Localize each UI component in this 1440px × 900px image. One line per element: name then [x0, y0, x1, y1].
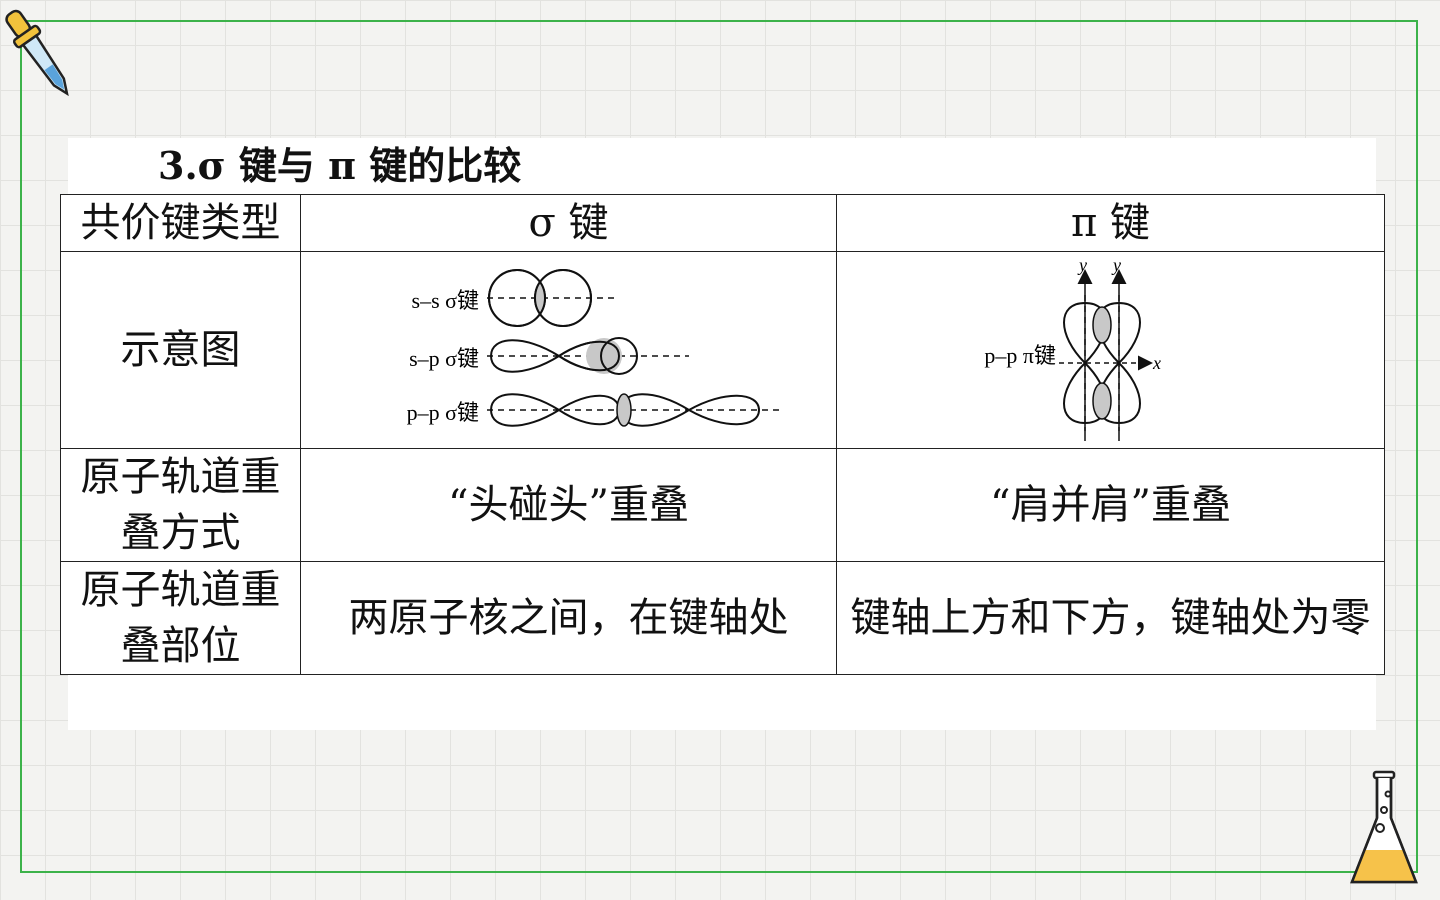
row-label-diagram: 示意图: [60, 251, 301, 449]
sigma-diagram-cell: s–s σ键 s–p σ键 p–p σ键: [300, 251, 837, 449]
page-title: 3.σ 键与 π 键的比较: [158, 143, 522, 188]
table-row-overlap-location: 原子轨道重叠部位 两原子核之间，在键轴处 键轴上方和下方，键轴处为零: [60, 561, 1385, 675]
dropper-icon: [4, 0, 76, 114]
comparison-table: 共价键类型 σ 键 π 键 示意图 s–s σ键 s–p σ键: [60, 194, 1385, 675]
header-pi: π 键: [836, 194, 1385, 252]
pi-overlap-mode: “肩并肩”重叠: [836, 448, 1385, 562]
axis-y1-label: y: [1077, 255, 1087, 275]
row-label-overlap-location: 原子轨道重叠部位: [60, 561, 301, 675]
sigma-overlap-location: 两原子核之间，在键轴处: [300, 561, 837, 675]
flask-icon: [1348, 770, 1420, 892]
axis-y2-label: y: [1111, 255, 1121, 275]
pp-sigma-label: p–p σ键: [406, 400, 478, 425]
sp-sigma-label: s–p σ键: [409, 346, 479, 371]
table-header-row: 共价键类型 σ 键 π 键: [60, 194, 1385, 252]
table-row-overlap-mode: 原子轨道重叠方式 “头碰头”重叠 “肩并肩”重叠: [60, 448, 1385, 562]
row-label-overlap-mode: 原子轨道重叠方式: [60, 448, 301, 562]
header-sigma: σ 键: [300, 194, 837, 252]
ss-sigma-label: s–s σ键: [411, 288, 478, 313]
table-row-diagram: 示意图 s–s σ键 s–p σ键: [60, 251, 1385, 449]
header-bond-type: 共价键类型: [60, 194, 301, 252]
pp-pi-label: p–p π键: [984, 343, 1056, 368]
pi-diagram-cell: p–p π键 y y x: [836, 251, 1385, 449]
axis-x-label: x: [1152, 353, 1161, 373]
pi-overlap-location: 键轴上方和下方，键轴处为零: [836, 561, 1385, 675]
sigma-overlap-mode: “头碰头”重叠: [300, 448, 837, 562]
sigma-bond-diagram: s–s σ键 s–p σ键 p–p σ键: [406, 269, 779, 427]
pi-bond-diagram: p–p π键 y y x: [984, 255, 1161, 441]
page-frame: [20, 20, 1418, 873]
